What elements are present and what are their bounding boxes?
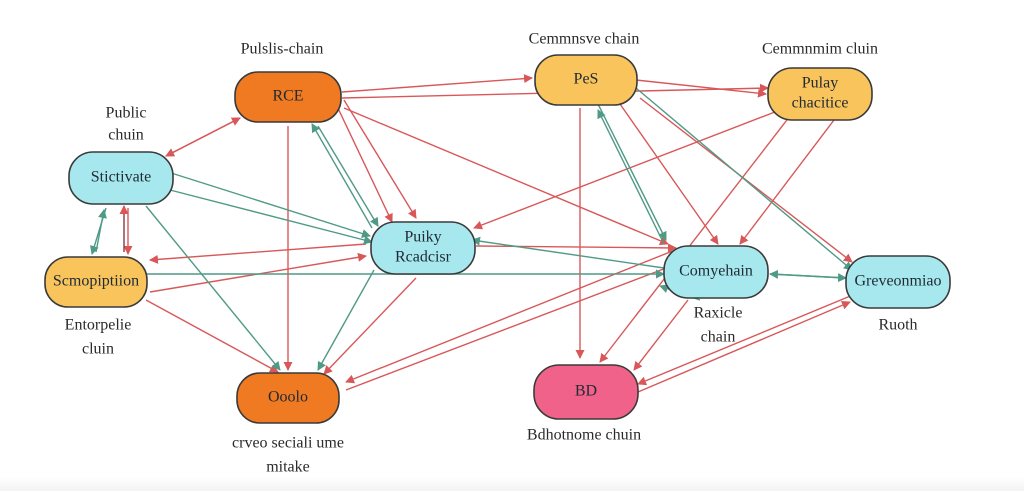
caption-scmopiptiion-1: Entorpelie — [65, 317, 132, 334]
node-shape — [533, 364, 639, 420]
node-rce[interactable]: RCE — [234, 71, 342, 123]
caption-greveonmiao: Ruoth — [878, 317, 917, 334]
edge — [145, 205, 281, 371]
node-ooolo[interactable]: Ooolo — [236, 372, 340, 424]
edge — [149, 243, 367, 264]
edge — [471, 236, 665, 269]
edge — [345, 247, 681, 384]
node-label: Rcadcisr — [395, 249, 452, 266]
node-label: Pulay — [802, 75, 838, 92]
edge — [619, 103, 719, 245]
edge — [637, 300, 851, 393]
caption-ooolo-2: mitake — [266, 459, 310, 476]
edge — [635, 87, 853, 271]
edge — [599, 115, 791, 363]
caption-pes: Cemmnsve chain — [529, 31, 640, 48]
edge — [317, 125, 379, 227]
node-bd[interactable]: BD — [533, 364, 639, 420]
node-stictivate[interactable]: Stictivate — [68, 151, 174, 205]
node-shape — [236, 372, 340, 424]
node-pes[interactable]: PeS — [534, 54, 638, 106]
node-scmopiptiion[interactable]: Scmopiptiion — [44, 256, 148, 308]
node-label: Scmopiptiion — [53, 273, 139, 290]
node-shape — [663, 245, 769, 299]
node-shape — [370, 221, 476, 275]
edge — [165, 117, 241, 157]
node-label: Stictivate — [91, 169, 151, 186]
caption-pulay: Cemmnmim cluin — [762, 41, 878, 58]
edge — [739, 119, 835, 245]
caption-stictivate-1: Public — [106, 105, 147, 122]
node-label: PeS — [574, 71, 599, 88]
node-shape — [234, 71, 342, 123]
caption-bd: Bdhotnome chuin — [527, 427, 641, 444]
edge — [345, 260, 683, 391]
node-shape — [68, 151, 174, 205]
edge — [769, 269, 847, 279]
node-label: chacitice — [792, 95, 849, 112]
node-label: Ooolo — [268, 389, 308, 406]
caption-scmopiptiion-2: cluin — [82, 341, 114, 358]
node-shape — [44, 256, 148, 308]
edge — [169, 189, 373, 245]
edge — [167, 171, 371, 238]
node-label: Puiky — [404, 229, 441, 246]
node-label: BD — [575, 383, 597, 400]
node-shape — [767, 67, 873, 121]
edge — [145, 299, 279, 373]
edge — [597, 103, 667, 241]
node-shape — [845, 255, 951, 309]
edge — [335, 103, 393, 223]
edge — [597, 109, 665, 245]
edge — [323, 277, 417, 375]
edge-layer — [90, 74, 861, 393]
node-label: Comyehain — [679, 263, 753, 280]
edge — [635, 79, 767, 98]
caption-ooolo-1: crveo seciali ume — [232, 435, 344, 452]
node-comyehain[interactable]: Comyehain — [663, 245, 769, 299]
edge — [95, 209, 107, 253]
edge — [343, 107, 669, 246]
edge — [90, 207, 107, 255]
edge — [637, 291, 861, 386]
caption-comyehain-1: Raxicle — [694, 305, 743, 322]
caption-comyehain-2: chain — [701, 329, 736, 346]
edge — [475, 243, 677, 253]
node-pulay[interactable]: Pulay chacitice — [767, 67, 873, 121]
node-greveonmiao[interactable]: Greveonmiao — [845, 255, 951, 309]
caption-stictivate-2: chuin — [108, 127, 144, 144]
node-layer: RCE PeS Pulay chacitice Stictivate PuikyR… — [44, 54, 951, 424]
edge — [317, 269, 375, 371]
edge — [343, 99, 417, 219]
edge — [633, 299, 689, 371]
node-label: Greveonmiao — [854, 273, 941, 290]
node-label: RCE — [272, 88, 303, 105]
caption-rce: Pulslis-chain — [241, 41, 324, 58]
edge — [311, 123, 373, 229]
bottom-fade — [0, 477, 1024, 491]
node-shape — [534, 54, 638, 106]
caption-layer: Pulslis-chain Cemmnsve chain Cemmnmim cl… — [65, 31, 918, 476]
edge — [341, 74, 533, 93]
